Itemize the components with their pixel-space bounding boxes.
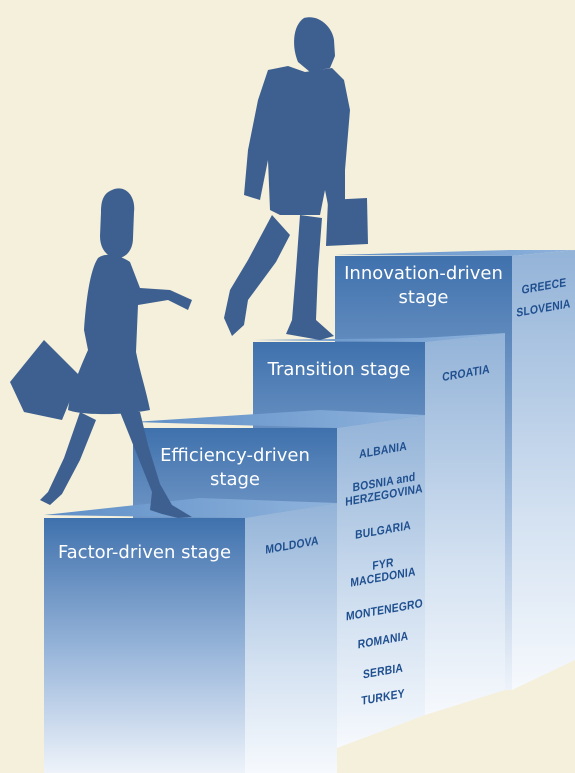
businesswoman-silhouette-icon — [10, 188, 192, 518]
stage-label-transition: Transition stage — [267, 359, 411, 380]
stage-label-factor-driven: Factor-driven stage — [57, 542, 232, 563]
stage-label-efficiency-driven: Efficiency-driven stage — [160, 445, 310, 490]
businessman-silhouette-icon — [224, 17, 368, 340]
stage-label-innovation-driven: Innovation-driven stage — [344, 263, 503, 308]
step-factor-driven — [44, 498, 337, 773]
